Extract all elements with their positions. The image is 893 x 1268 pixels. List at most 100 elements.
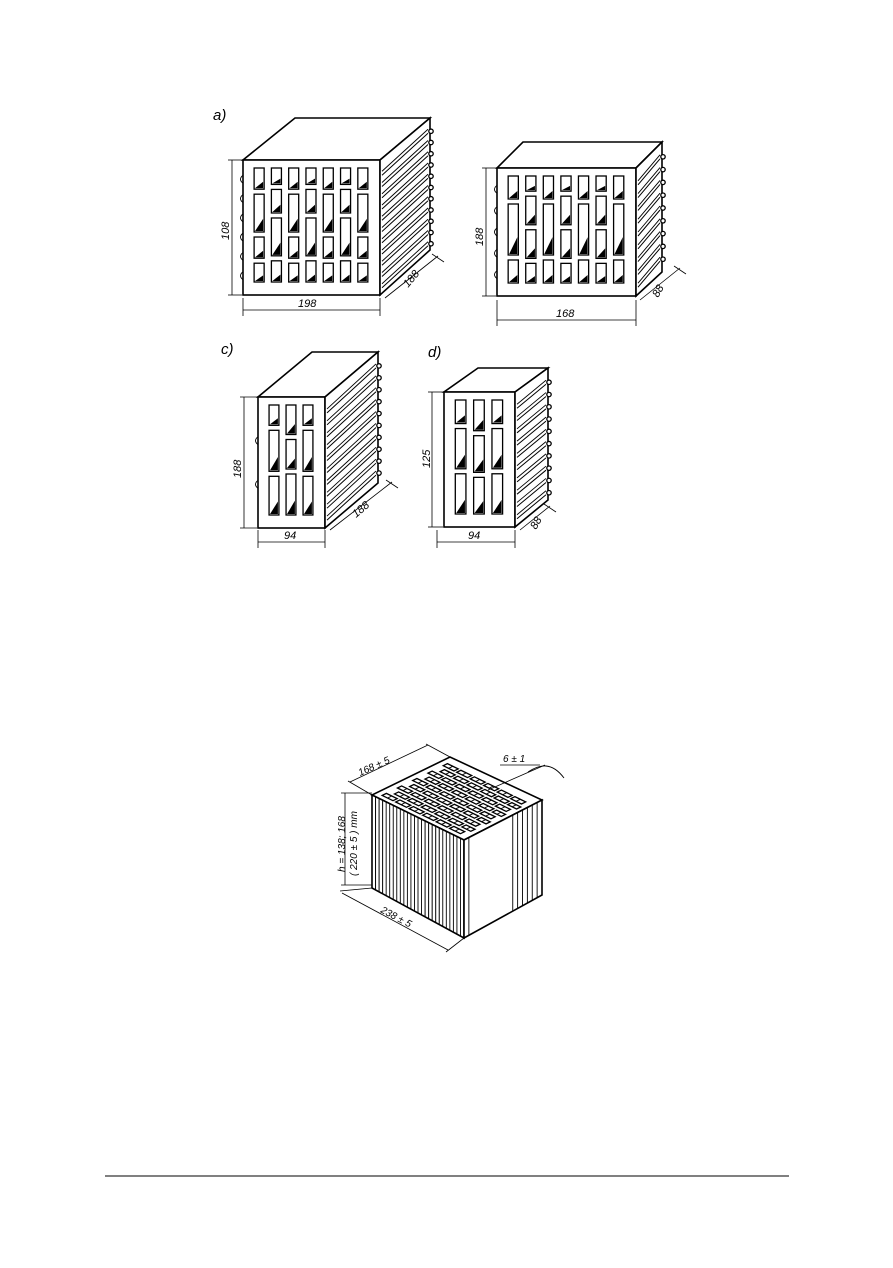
panel-c-notches: [255, 436, 259, 489]
maze-wall: [481, 819, 486, 823]
dim-height-label-2: ( 220 ± 5 ) mm: [349, 811, 360, 876]
maze-wall: [416, 794, 421, 798]
slot-shadow: [358, 181, 367, 189]
slot-hole: [322, 236, 334, 259]
slot-hole: [560, 175, 572, 192]
large-block-face-hatching: [371, 795, 543, 938]
maze-wall: [468, 813, 474, 816]
rib-end: [428, 150, 434, 157]
dim-width-label: 168 ± 5: [357, 755, 392, 779]
side-rib: [637, 180, 661, 207]
side-rib-shadow: [326, 367, 377, 414]
rib-end: [546, 440, 552, 447]
slot-hole: [302, 475, 314, 516]
rib-end: [428, 173, 434, 180]
rib-end: [546, 477, 552, 484]
slot-hole: [507, 259, 520, 284]
maze-wall: [457, 792, 462, 796]
panel-c-side-face: [324, 350, 379, 530]
maze-wall: [446, 779, 452, 783]
slot-hole: [253, 236, 265, 259]
side-rib-shadow: [326, 427, 377, 473]
rib-end: [376, 374, 382, 381]
slot-shadow: [341, 178, 350, 184]
panel-c-holes: [268, 404, 314, 516]
slot-shadow: [544, 274, 553, 282]
rib-end: [660, 153, 666, 160]
slot-hole: [339, 217, 352, 257]
side-rib: [326, 435, 377, 481]
slot-shadow: [287, 458, 295, 468]
rib-end: [660, 217, 666, 224]
rib-end: [428, 184, 434, 191]
slot-shadow: [304, 418, 312, 425]
rib-end: [428, 162, 434, 168]
slot-hole: [322, 167, 334, 190]
panel-a-notches: [240, 174, 244, 281]
slot-hole: [322, 262, 334, 283]
side-rib: [516, 392, 547, 417]
maze-wall: [443, 785, 449, 789]
side-rib-shadow: [516, 445, 547, 471]
slot-shadow: [306, 178, 315, 184]
maze-wall: [484, 805, 489, 809]
slot-hole: [288, 236, 300, 259]
rib-end: [660, 230, 666, 237]
slot-shadow: [492, 415, 502, 423]
slot-shadow: [272, 274, 281, 281]
panel-b-depth-dim: 88: [650, 282, 667, 299]
maze-wall: [414, 808, 419, 812]
maze-wall: [472, 785, 477, 788]
slot-shadow: [306, 204, 315, 212]
slot-shadow: [358, 250, 367, 258]
slot-hole: [525, 175, 537, 192]
rib-end: [660, 166, 666, 173]
maze-wall: [426, 807, 432, 811]
slot-hole: [305, 217, 317, 257]
side-rib: [637, 218, 661, 246]
slot-hole: [577, 259, 590, 284]
slot-hole: [288, 167, 300, 190]
maze-wall: [413, 800, 418, 804]
slot-hole: [339, 167, 352, 186]
large-block: 168 ± 5 6 ± 1 h = 138; 168 ( 220 ± 5 ) m…: [337, 743, 565, 953]
slot-shadow: [270, 501, 278, 514]
panel-b-notches: [494, 184, 498, 280]
slot-hole: [268, 475, 280, 516]
maze-wall: [473, 793, 479, 796]
slot-shadow: [614, 237, 623, 254]
slot-shadow: [289, 275, 298, 281]
side-rib-shadow: [516, 494, 547, 520]
slot-shadow: [526, 276, 535, 282]
slot-hole: [357, 193, 369, 233]
slot-hole: [491, 399, 504, 425]
maze-wall: [466, 826, 471, 830]
maze-wall: [499, 798, 504, 802]
edge-notch: [494, 227, 498, 237]
edge-notch: [494, 248, 498, 258]
side-rib: [637, 205, 661, 233]
side-rib-shadow: [381, 245, 429, 289]
side-rib: [516, 429, 547, 454]
maze-wall: [496, 811, 502, 815]
rib-end: [428, 240, 434, 247]
side-rib-shadow: [326, 438, 377, 485]
slot-shadow: [287, 424, 295, 434]
maze-wall: [502, 792, 507, 796]
slot-hole: [288, 262, 300, 283]
slot-hole: [302, 404, 314, 426]
side-rib-shadow: [637, 158, 661, 186]
panel-a-height-dim: 108: [220, 221, 232, 240]
panel-d-side-ribs: [516, 379, 552, 520]
panel-a-side-ribs: [381, 128, 434, 289]
side-rib-shadow: [516, 432, 547, 458]
maze-wall: [443, 807, 448, 811]
dim-height-label-1: h = 138; 168: [337, 816, 348, 872]
rib-end: [428, 195, 434, 202]
rib-end: [546, 391, 552, 398]
rib-end: [660, 205, 666, 211]
maze-wall: [399, 794, 405, 797]
edge-notch: [255, 436, 259, 446]
edge-notch: [240, 213, 244, 223]
